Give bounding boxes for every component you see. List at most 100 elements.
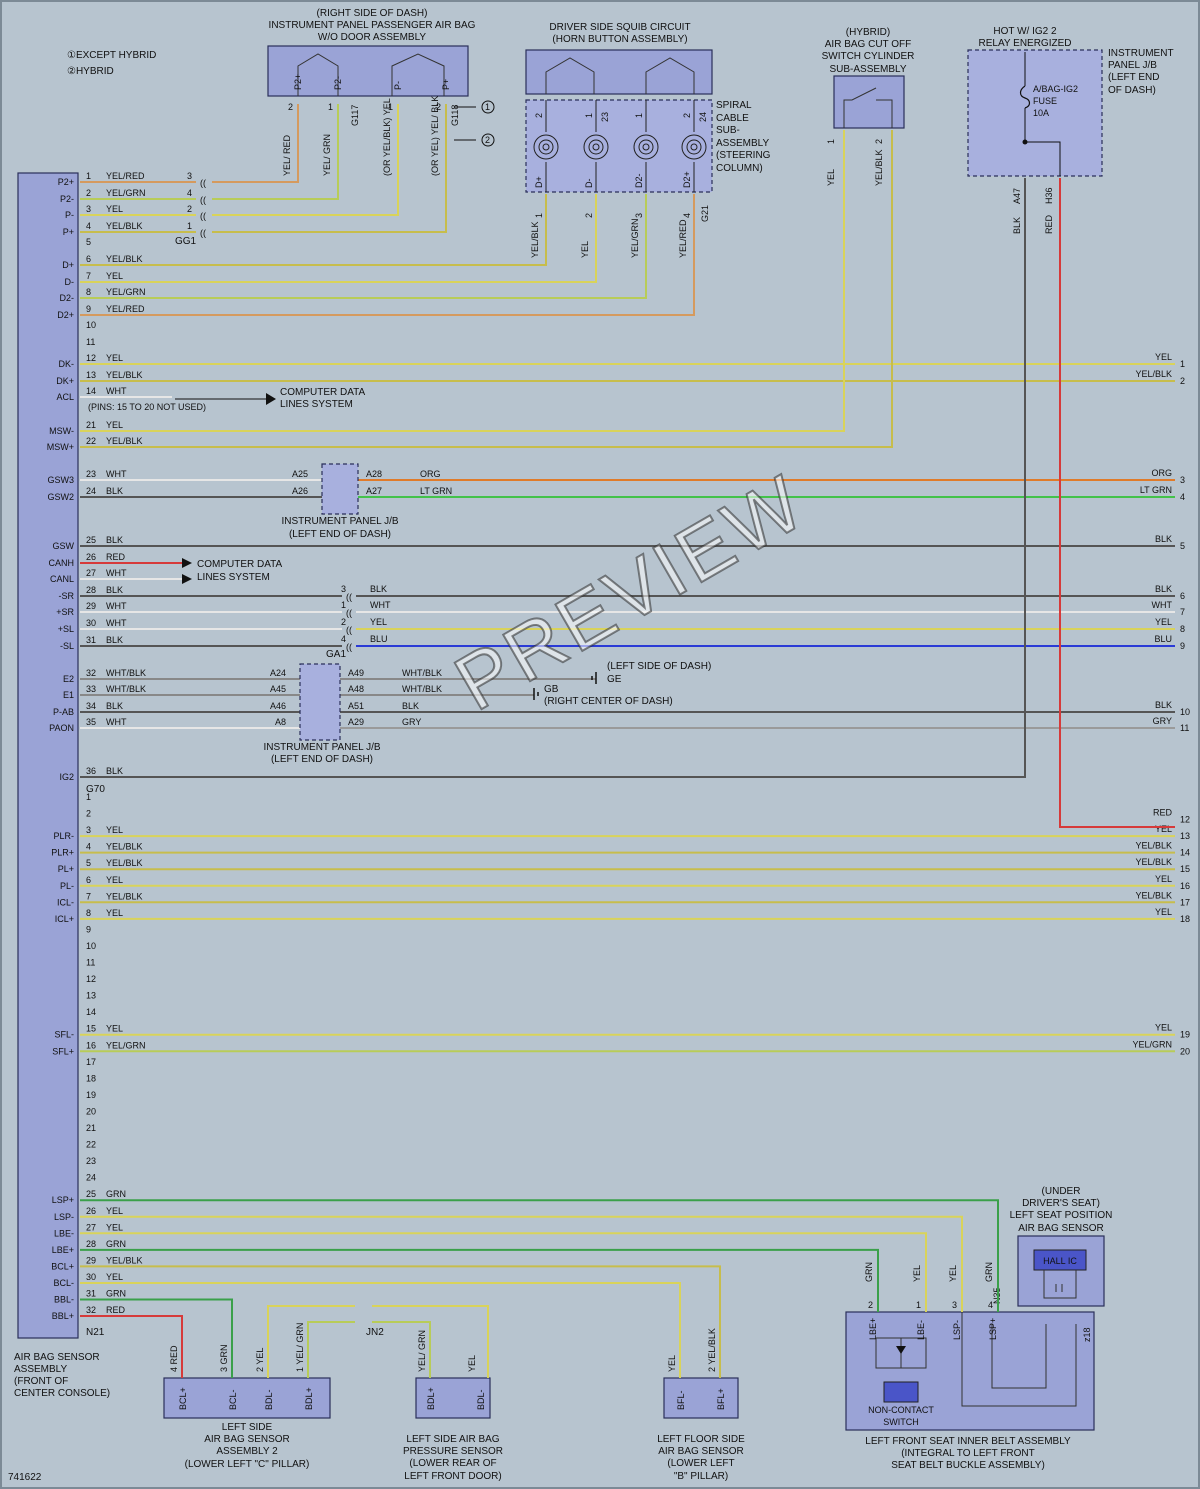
spiral-label: SPIRAL CABLE SUB- ASSEMBLY (STEERING COL…: [716, 100, 771, 174]
g70-pin-26-number: 26: [86, 1206, 96, 1216]
pass-pin-num-2: 1: [388, 102, 393, 112]
g-pin-7-label: D-: [65, 277, 75, 287]
fuse-wire-red: RED: [1044, 214, 1054, 234]
g-wire-24-jin: A26: [292, 486, 308, 496]
cutoff-wire-1: YEL/BLK: [874, 149, 884, 186]
svg-text:AIR BAG SENSOR: AIR BAG SENSOR: [1018, 1223, 1104, 1234]
belt-pin-num-3: 4: [988, 1300, 993, 1310]
g-pin-28-color: BLK: [106, 585, 123, 595]
g70-pin-14-number: 14: [86, 1007, 96, 1017]
cutoff-pin-1: 1: [826, 139, 836, 144]
g-pin-4-color: YEL/BLK: [106, 221, 143, 231]
g-wire-23-jout: A28: [366, 469, 382, 479]
g-wire-31-connector: ((: [346, 642, 352, 652]
g70-pin-2-number: 2: [86, 809, 91, 819]
noncontact-switch-icon: [883, 1381, 919, 1403]
spiral-top-pin-3: 2: [682, 113, 692, 118]
spiral-bot-pin-D+: D+: [534, 176, 544, 188]
g-pin-13-destination: 2: [1180, 376, 1185, 386]
g70-pin-9-number: 9: [86, 924, 91, 934]
svg-text:(HORN BUTTON ASSEMBLY): (HORN BUTTON ASSEMBLY): [552, 34, 687, 45]
left-side-sensor-box: [163, 1377, 331, 1419]
g-pin-2-label: P2-: [60, 194, 74, 204]
wire-bdl-plus: [307, 1321, 431, 1378]
svg-text:AIR BAG SENSOR: AIR BAG SENSOR: [14, 1352, 100, 1363]
svg-text:LEFT SIDE: LEFT SIDE: [222, 1422, 273, 1433]
g70-pin-8-number: 8: [86, 908, 91, 918]
svg-text:LINES SYSTEM: LINES SYSTEM: [197, 572, 270, 583]
g-wire-29-connector: ((: [346, 608, 352, 618]
g-pin-33-color: WHT/BLK: [106, 684, 146, 694]
pass-pin-num-1: 1: [328, 102, 333, 112]
g-wire-3: [80, 104, 399, 216]
svg-text:(LEFT END: (LEFT END: [1108, 72, 1160, 83]
g-pin-23-number: 23: [86, 469, 96, 479]
instrument-panel-jb-box: [967, 49, 1103, 177]
g-pin-23-destination: 3: [1180, 475, 1185, 485]
g70-pin-4-right-color: YEL/BLK: [1135, 841, 1172, 851]
hot-label: HOT W/ IG2 2: [993, 26, 1057, 37]
g70-pin-32-label: BBL+: [52, 1311, 74, 1321]
g70-pin-15-destination: 19: [1180, 1030, 1190, 1040]
svg-text:COLUMN): COLUMN): [716, 163, 763, 174]
spiral-wire-color-3: YEL/RED: [678, 219, 688, 258]
wire-lsp-: [80, 1215, 963, 1312]
svg-text:(FRONT OF: (FRONT OF: [14, 1376, 68, 1387]
belt-pin-LSP+: LSP+: [988, 1318, 998, 1340]
spiral-pin-num-0: 1: [534, 213, 544, 218]
g70-pin-32-number: 32: [86, 1305, 96, 1315]
g-pin-1-number: 1: [86, 171, 91, 181]
hall-ic-icon: [1033, 1249, 1087, 1271]
g-pin-31-color: BLK: [106, 635, 123, 645]
g70-pin-29-label: BCL+: [51, 1261, 74, 1271]
belt-pin-LBE+: LBE+: [868, 1318, 878, 1340]
pass-pin-num-3: 2: [436, 102, 441, 112]
g-pin-8-label: D2-: [59, 293, 74, 303]
svg-text:INSTRUMENT PANEL J/B: INSTRUMENT PANEL J/B: [281, 516, 398, 527]
g-pin-6-number: 6: [86, 254, 91, 264]
g-pin-11-number: 11: [86, 337, 95, 347]
g-pin-7-color: YEL: [106, 271, 123, 281]
g-pin-10-number: 10: [86, 320, 96, 330]
g-pin-34-right-color: BLK: [1155, 700, 1172, 710]
pres-pin-BDL-: BDL-: [476, 1389, 486, 1410]
g70-pin-1-number: 1: [86, 792, 91, 802]
svg-text:INSTRUMENT: INSTRUMENT: [1108, 48, 1174, 59]
svg-text:LEFT FRONT DOOR): LEFT FRONT DOOR): [404, 1471, 501, 1482]
g70-pin-29-number: 29: [86, 1255, 96, 1265]
g-pin-4-number: 4: [86, 221, 91, 231]
noncontact-label: NON-CONTACT SWITCH: [868, 1405, 934, 1427]
g-wire-28-out-color: BLK: [370, 584, 387, 594]
floor-pin-BFL-: BFL-: [676, 1390, 686, 1410]
g70-pin-7-color: YEL/BLK: [106, 891, 143, 901]
g-wire-31-out-color: BLU: [370, 634, 388, 644]
svg-text:(STEERING: (STEERING: [716, 150, 771, 161]
g-pin-35-label: PAON: [49, 723, 74, 733]
g70-pin-16-color: YEL/GRN: [106, 1040, 146, 1050]
g-wire-35-jout: A29: [348, 717, 364, 727]
ground-ge-id: GE: [607, 674, 622, 685]
g70-pin-30-color: YEL: [106, 1272, 123, 1282]
connector-g70: G70: [86, 784, 105, 795]
connector-h36: H36: [1044, 187, 1054, 204]
g-wire-33-jout: A48: [348, 684, 364, 694]
g-pin-23-right-color: ORG: [1151, 468, 1172, 478]
computer-data-2: COMPUTER DATA LINES SYSTEM: [197, 559, 283, 583]
pres-wire-0: YEL/ GRN: [417, 1330, 427, 1372]
pass-pin-P-: P-: [393, 81, 403, 90]
g-pin-29-number: 29: [86, 601, 96, 611]
g-wire-22: [80, 130, 893, 448]
connector-g118: G118: [450, 105, 460, 126]
svg-text:OF DASH): OF DASH): [1108, 85, 1156, 96]
g-pin-34-label: P-AB: [53, 707, 74, 717]
g-pin-28-number: 28: [86, 585, 96, 595]
spiral-pin-num-2: 3: [634, 213, 644, 218]
g-wire-6: [80, 194, 547, 266]
pass-pin-num-0: 2: [288, 102, 293, 112]
g-pin-28-destination: 6: [1180, 591, 1185, 601]
belt-assembly-box: [845, 1311, 1095, 1431]
belt-pin-num-0: 2: [868, 1300, 873, 1310]
